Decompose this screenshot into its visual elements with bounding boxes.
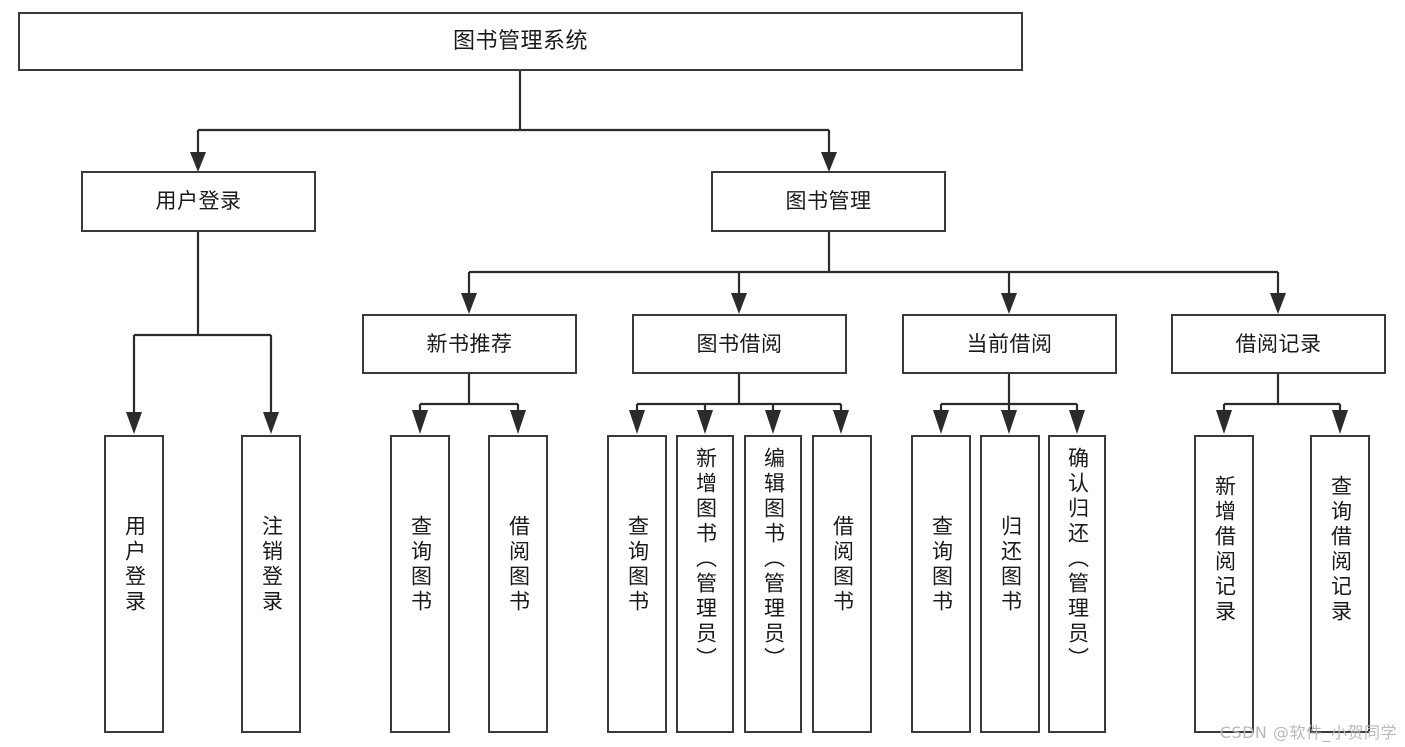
node-new-book-recommend[interactable]: 新书推荐 (362, 314, 577, 374)
leaf-records-add-record[interactable]: 新增借阅记录 (1194, 435, 1254, 733)
node-current-borrow-label: 当前借阅 (966, 331, 1053, 356)
csdn-watermark: CSDN @软件_小贺同学 (1219, 723, 1397, 742)
arrow-bookmgmt-borrow (731, 293, 747, 314)
leaf-user-logout-label: 注销登录 (259, 515, 284, 615)
leaf-newbook-query-book-label: 查询图书 (408, 515, 433, 615)
arrow-bookmgmt-records (1270, 293, 1286, 314)
leaf-current-return-book-label: 归还图书 (998, 515, 1023, 615)
leaf-records-query-record-label: 查询借阅记录 (1328, 475, 1353, 625)
arrow-newbook-leaf-1 (412, 410, 428, 434)
leaf-records-add-record-label: 新增借阅记录 (1212, 475, 1237, 625)
leaf-borrow-query-book[interactable]: 查询图书 (607, 435, 667, 733)
node-root-label: 图书管理系统 (452, 28, 588, 54)
arrow-records-leaf-2 (1332, 410, 1348, 434)
arrow-current-leaf-3 (1069, 410, 1085, 434)
node-borrow-records-label: 借阅记录 (1235, 331, 1322, 356)
leaf-borrow-add-book[interactable]: 新增图书（管理员） (676, 435, 734, 733)
leaf-borrow-query-book-label: 查询图书 (625, 515, 650, 615)
arrow-borrow-leaf-1 (629, 410, 645, 434)
arrow-bookmgmt-newbook (461, 293, 477, 314)
arrow-root-to-login (190, 152, 206, 172)
arrow-newbook-leaf-2 (510, 410, 526, 434)
node-user-login[interactable]: 用户登录 (81, 171, 316, 232)
node-user-login-label: 用户登录 (155, 189, 242, 214)
arrow-borrow-leaf-2 (697, 410, 713, 434)
node-book-borrow-label: 图书借阅 (696, 331, 783, 356)
node-current-borrow[interactable]: 当前借阅 (902, 314, 1117, 374)
node-borrow-records[interactable]: 借阅记录 (1171, 314, 1386, 374)
arrow-borrow-leaf-4 (833, 410, 849, 434)
leaf-user-logout[interactable]: 注销登录 (241, 435, 301, 733)
node-new-book-recommend-label: 新书推荐 (426, 331, 513, 356)
node-book-management[interactable]: 图书管理 (711, 171, 946, 232)
leaf-current-confirm-return[interactable]: 确认归还（管理员） (1048, 435, 1106, 733)
arrow-login-leaf-2 (263, 412, 279, 434)
arrow-login-leaf-1 (126, 412, 142, 434)
leaf-borrow-borrow-book-label: 借阅图书 (830, 515, 855, 615)
leaf-current-return-book[interactable]: 归还图书 (980, 435, 1040, 733)
node-root[interactable]: 图书管理系统 (18, 12, 1023, 71)
leaf-user-login-label: 用户登录 (122, 515, 147, 615)
leaf-borrow-edit-book[interactable]: 编辑图书（管理员） (744, 435, 802, 733)
node-book-management-label: 图书管理 (785, 189, 872, 214)
arrow-current-leaf-1 (933, 410, 949, 434)
arrow-current-leaf-2 (1001, 410, 1017, 434)
leaf-borrow-add-book-label: 新增图书（管理员） (693, 447, 718, 672)
arrow-bookmgmt-current (1001, 293, 1017, 314)
leaf-current-query-book[interactable]: 查询图书 (911, 435, 971, 733)
leaf-borrow-borrow-book[interactable]: 借阅图书 (812, 435, 872, 733)
leaf-user-login[interactable]: 用户登录 (104, 435, 164, 733)
leaf-newbook-query-book[interactable]: 查询图书 (390, 435, 450, 733)
leaf-newbook-borrow-book[interactable]: 借阅图书 (488, 435, 548, 733)
node-book-borrow[interactable]: 图书借阅 (632, 314, 847, 374)
leaf-current-query-book-label: 查询图书 (929, 515, 954, 615)
arrow-root-to-bookmgmt (821, 152, 837, 172)
leaf-records-query-record[interactable]: 查询借阅记录 (1310, 435, 1370, 733)
arrow-records-leaf-1 (1216, 410, 1232, 434)
leaf-newbook-borrow-book-label: 借阅图书 (506, 515, 531, 615)
leaf-borrow-edit-book-label: 编辑图书（管理员） (761, 447, 786, 672)
arrow-borrow-leaf-3 (765, 410, 781, 434)
leaf-current-confirm-return-label: 确认归还（管理员） (1065, 447, 1090, 672)
